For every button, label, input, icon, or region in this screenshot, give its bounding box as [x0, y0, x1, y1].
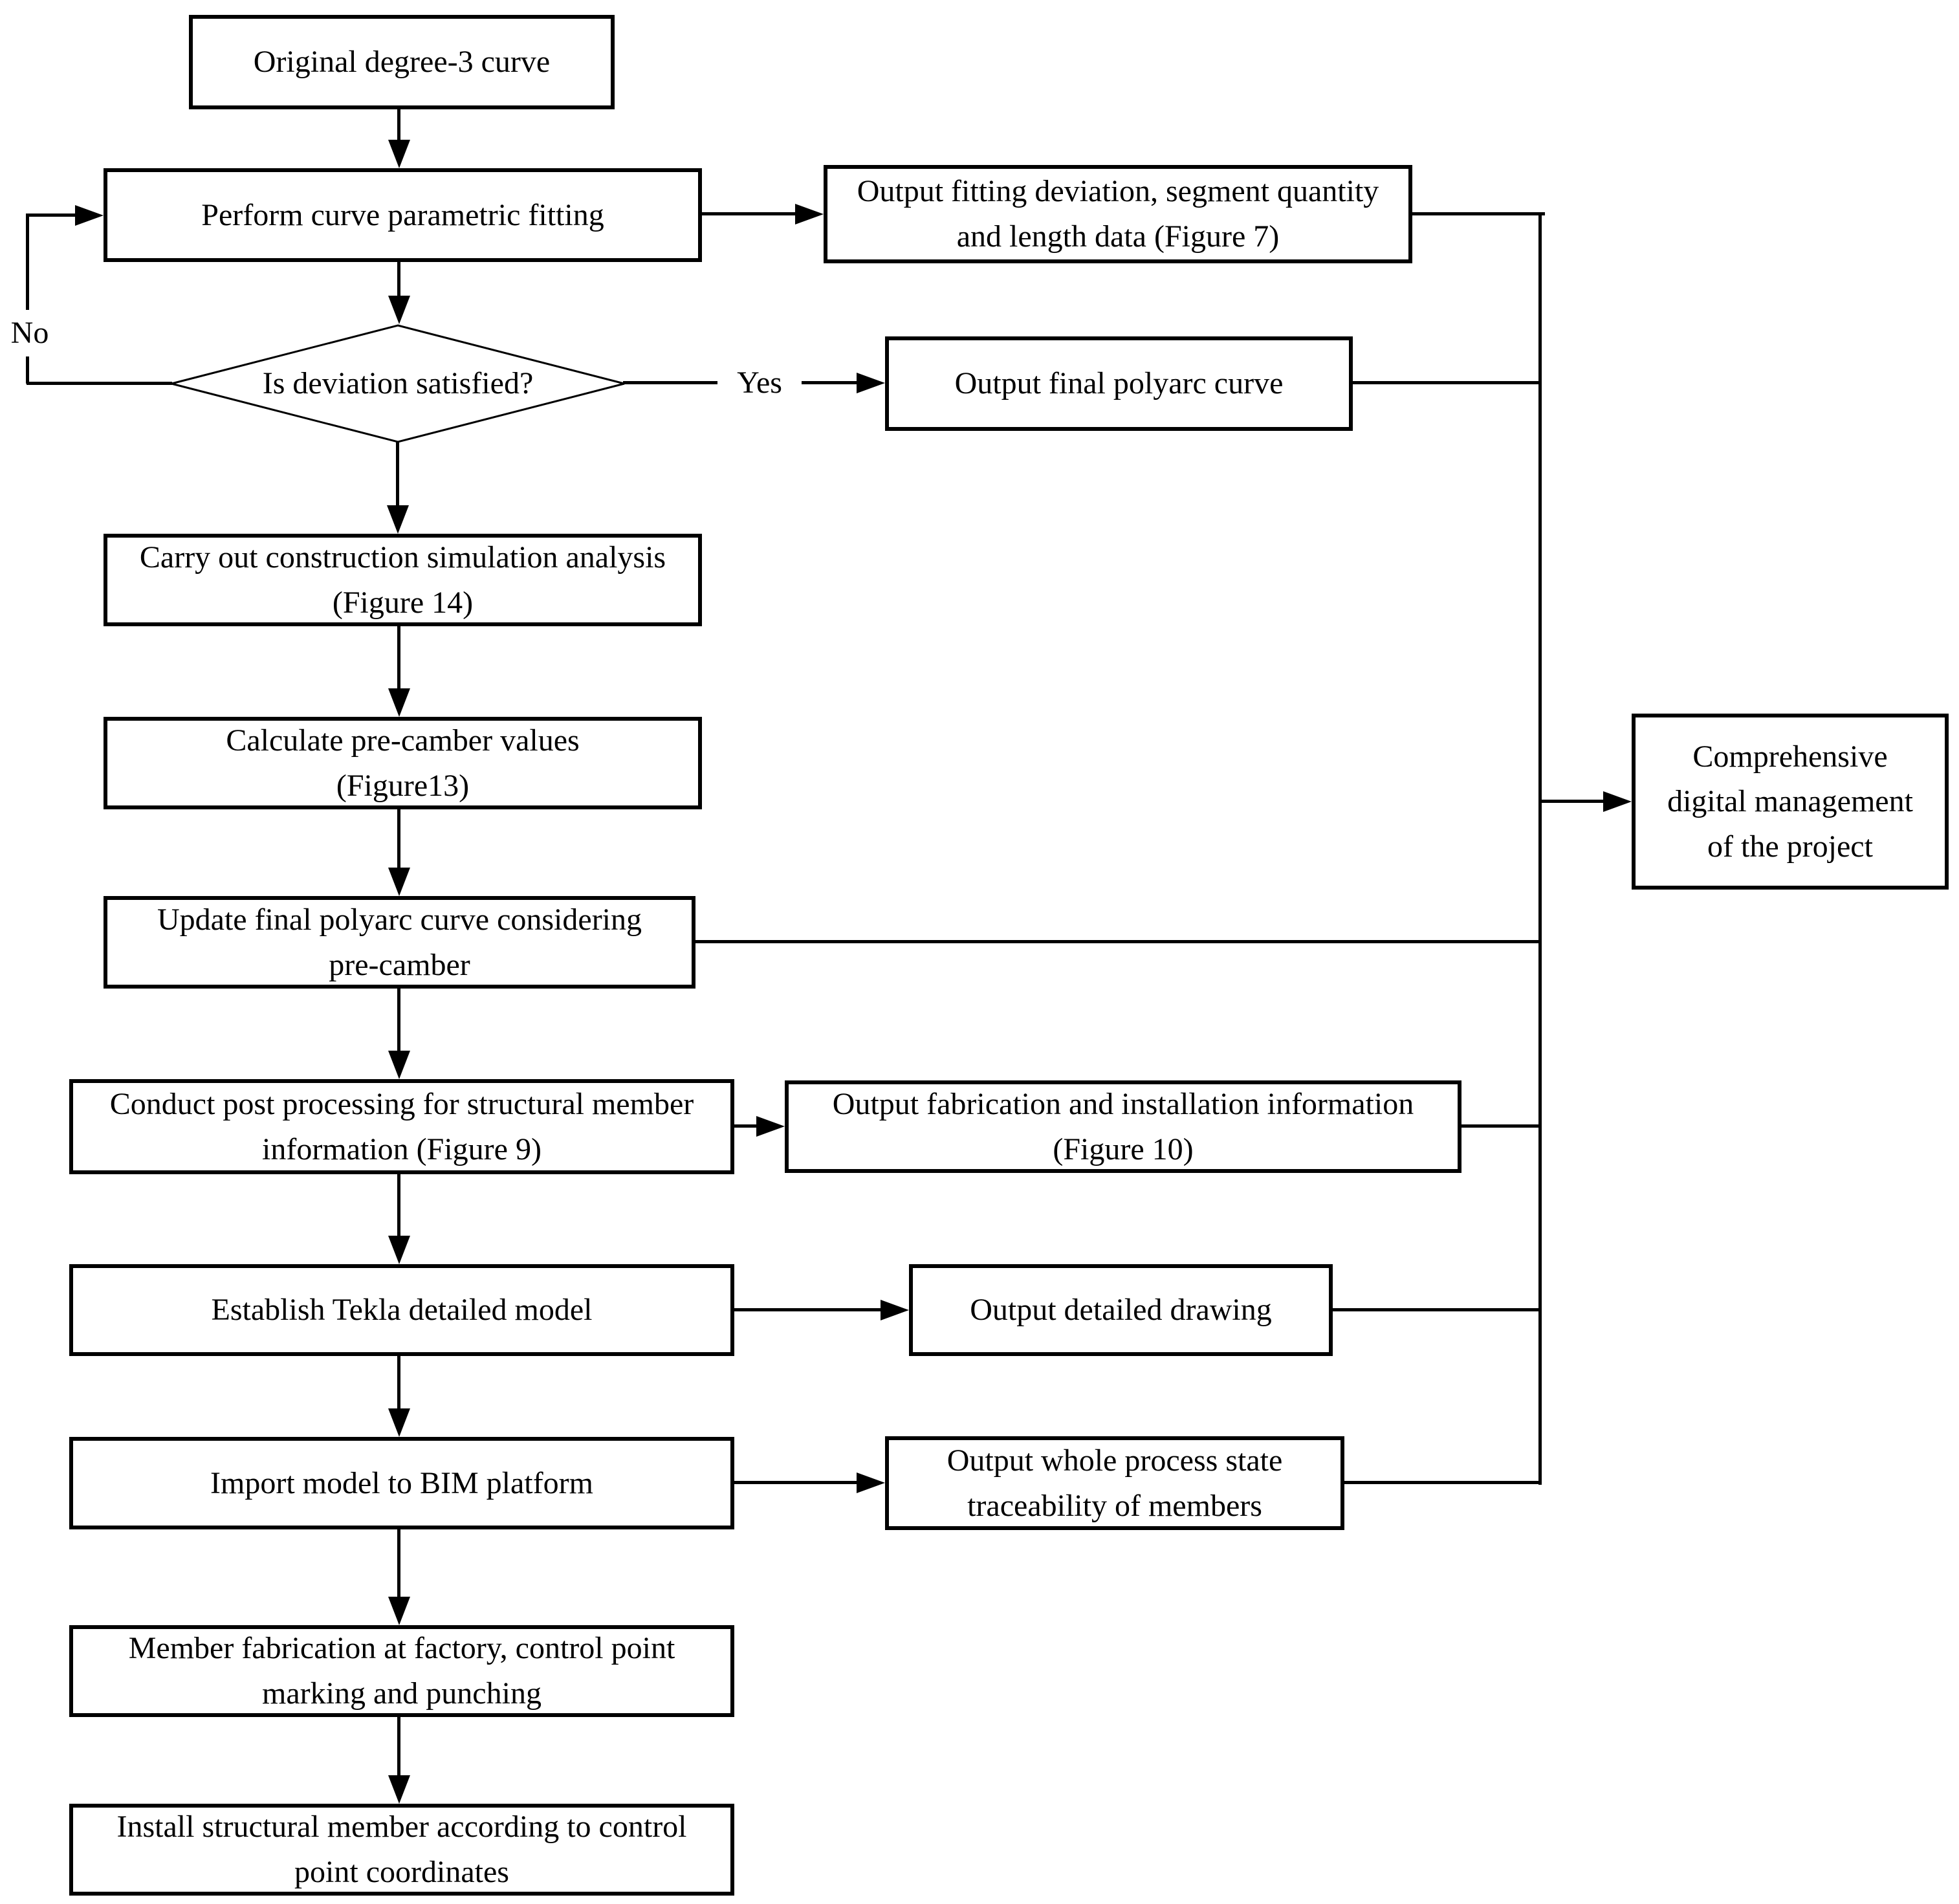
arrowhead-into-simulation	[387, 505, 409, 534]
line-no-loop-bottom	[27, 382, 172, 385]
arrow-decision-to-simulation-stem	[396, 442, 399, 508]
arrow-tekla-to-import-stem	[397, 1356, 400, 1411]
arrow-import-to-member-stem	[397, 1529, 400, 1599]
line-output-final-to-trunk	[1353, 381, 1542, 384]
node-perform-parametric-fitting: Perform curve parametric fitting	[104, 168, 702, 262]
node-comprehensive-digital-management: Comprehensive digital management of the …	[1632, 714, 1949, 890]
arrow-postprocessing-to-tekla-stem	[397, 1174, 400, 1238]
arrow-update-to-postprocessing-stem	[397, 989, 400, 1053]
node-update-final-polyarc: Update final polyarc curve considering p…	[104, 896, 695, 989]
node-output-traceability: Output whole process state traceability …	[885, 1436, 1344, 1530]
line-no-loop-vertical	[26, 213, 29, 384]
arrowhead-into-drawing	[881, 1300, 909, 1320]
node-output-fitting-deviation: Output fitting deviation, segment quanti…	[824, 165, 1412, 263]
arrowhead-into-precamber	[388, 688, 410, 717]
node-output-final-polyarc: Output final polyarc curve	[885, 336, 1353, 431]
arrowhead-into-import	[388, 1408, 410, 1437]
arrowhead-into-decision	[388, 296, 410, 324]
line-trunk-vertical	[1538, 212, 1542, 1485]
arrow-perform-to-decision-stem	[397, 261, 400, 298]
arrowhead-into-install	[388, 1775, 410, 1804]
line-traceability-to-trunk	[1344, 1481, 1542, 1484]
line-output-fitting-to-trunk	[1412, 212, 1545, 215]
arrowhead-into-perform	[388, 140, 410, 168]
arrow-trunk-to-management-stem	[1540, 800, 1606, 803]
arrowhead-into-tekla	[388, 1236, 410, 1264]
decision-diamond-shape	[171, 324, 625, 443]
node-output-fabrication-info: Output fabrication and installation info…	[785, 1080, 1461, 1173]
arrow-postprocessing-to-fabinfo-stem	[734, 1124, 759, 1128]
line-drawing-to-trunk	[1333, 1308, 1542, 1311]
node-construction-simulation: Carry out construction simulation analys…	[104, 534, 702, 626]
arrowhead-into-update	[388, 868, 410, 896]
arrow-import-to-traceability-stem	[734, 1481, 859, 1484]
arrowhead-into-management	[1603, 791, 1632, 812]
arrow-no-loop-to-perform-stem	[27, 213, 78, 217]
arrow-perform-to-output-fitting-stem	[702, 212, 798, 215]
arrowhead-into-fabinfo	[756, 1116, 785, 1137]
node-output-detailed-drawing: Output detailed drawing	[909, 1264, 1333, 1356]
line-fabinfo-to-trunk	[1461, 1124, 1542, 1128]
arrowhead-into-postprocessing	[388, 1051, 410, 1079]
arrow-original-to-perform-stem	[397, 108, 400, 142]
node-import-model-bim: Import model to BIM platform	[69, 1437, 734, 1529]
line-update-to-trunk	[695, 940, 1542, 943]
node-establish-tekla-model: Establish Tekla detailed model	[69, 1264, 734, 1356]
arrowhead-no-loop-into-perform	[75, 205, 104, 226]
arrow-simulation-to-precamber-stem	[397, 626, 400, 691]
edge-label-yes: Yes	[717, 360, 802, 406]
edge-label-no: No	[0, 310, 60, 356]
arrow-member-to-install-stem	[397, 1717, 400, 1778]
node-post-processing: Conduct post processing for structural m…	[69, 1079, 734, 1174]
arrowhead-into-member	[388, 1597, 410, 1625]
arrowhead-into-output-fitting	[795, 204, 824, 224]
node-member-fabrication: Member fabrication at factory, control p…	[69, 1625, 734, 1717]
arrowhead-into-traceability	[857, 1472, 885, 1493]
decision-deviation-satisfied: Is deviation satisfied?	[262, 366, 534, 401]
node-calculate-precamber: Calculate pre-camber values (Figure13)	[104, 717, 702, 809]
arrow-precamber-to-update-stem	[397, 809, 400, 870]
node-install-structural-member: Install structural member according to c…	[69, 1804, 734, 1896]
arrow-tekla-to-drawing-stem	[734, 1308, 883, 1311]
node-original-degree3-curve: Original degree-3 curve	[189, 15, 615, 109]
arrowhead-into-output-final	[857, 373, 885, 393]
